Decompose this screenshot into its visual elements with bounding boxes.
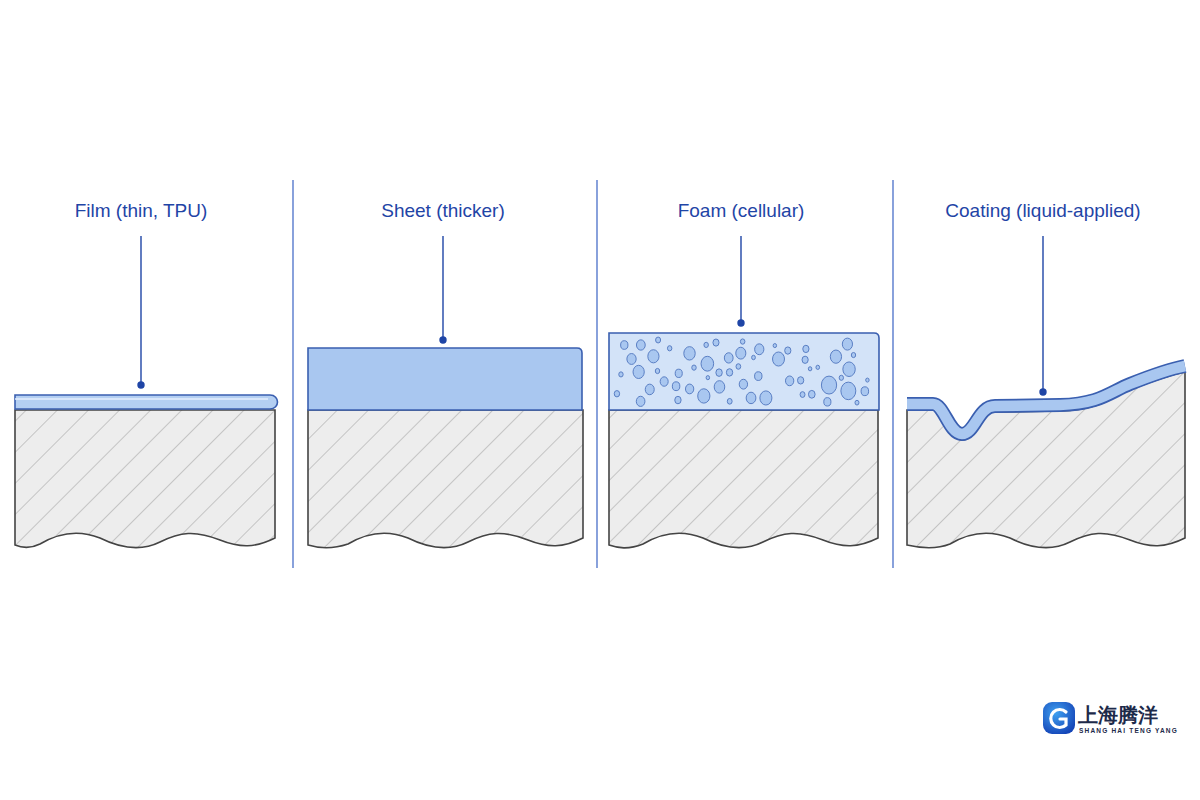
foam-cell xyxy=(800,392,805,398)
foam-cell xyxy=(627,354,636,365)
foam-cell xyxy=(736,364,741,370)
foam-cell xyxy=(773,344,776,348)
foam-cell xyxy=(714,381,725,393)
foam-cell xyxy=(739,379,747,389)
foam-cell xyxy=(614,391,619,397)
foam-cell xyxy=(621,341,628,350)
foam-cell xyxy=(785,347,791,354)
foam-cell xyxy=(672,382,680,391)
foam-cell xyxy=(821,376,836,394)
foam-cell xyxy=(619,372,623,377)
foam-cell xyxy=(855,400,859,405)
foam-cell xyxy=(843,362,855,377)
foam-cell xyxy=(656,337,661,343)
foam-cell xyxy=(636,396,645,406)
foam-cell xyxy=(727,398,732,404)
panel-divider xyxy=(293,180,893,568)
logo-icon xyxy=(1043,702,1075,734)
foam-cell xyxy=(675,396,681,403)
foam-cell xyxy=(636,340,645,350)
foam-cell xyxy=(842,338,852,350)
foam-cell xyxy=(655,368,659,373)
foam-cell xyxy=(645,384,654,395)
foam-cell xyxy=(685,384,693,394)
sheet-layer xyxy=(308,348,582,410)
foam-cell xyxy=(660,377,668,386)
foam-cell xyxy=(675,369,682,377)
layer-label: Coating (liquid-applied) xyxy=(945,200,1140,222)
foam-cell xyxy=(755,372,762,381)
substrate xyxy=(15,372,1185,548)
foam-cell xyxy=(841,382,856,400)
foam-layer xyxy=(609,333,879,410)
foam-cell xyxy=(802,356,808,363)
foam-cell xyxy=(698,389,710,403)
foam-cell xyxy=(726,369,732,376)
film-highlight xyxy=(15,398,268,400)
foam-cell xyxy=(808,390,815,398)
foam-cell xyxy=(798,377,804,384)
foam-cell xyxy=(684,347,695,360)
foam-cell xyxy=(701,356,714,371)
foam-cell xyxy=(861,387,869,396)
foam-cell xyxy=(724,353,733,363)
logo-text: 上海腾洋 xyxy=(1078,704,1158,727)
foam-cell xyxy=(633,365,644,378)
foam-cell xyxy=(648,350,659,363)
foam-cell xyxy=(736,347,746,359)
logo-subtext: SHANG HAI TENG YANG xyxy=(1079,727,1178,734)
foam-cell xyxy=(713,339,719,346)
foam-cell xyxy=(866,378,869,382)
foam-cell xyxy=(692,365,696,370)
coating-layer xyxy=(907,366,1185,434)
foam-cell xyxy=(824,398,831,406)
foam-cell xyxy=(830,350,841,363)
foam-cell xyxy=(760,391,772,405)
coating-edge xyxy=(907,366,1185,434)
foam-cell xyxy=(704,342,708,347)
foam-cell xyxy=(740,339,745,344)
foam-cell xyxy=(667,346,671,351)
foam-cell xyxy=(851,352,855,357)
foam-cell xyxy=(808,367,812,371)
layer-label: Sheet (thicker) xyxy=(381,200,505,222)
foam-cell xyxy=(746,392,756,403)
foam-cell xyxy=(752,355,756,359)
foam-cell xyxy=(706,376,709,380)
foam-cell xyxy=(716,369,722,377)
foam-cell xyxy=(785,376,793,386)
layer-label: Film (thin, TPU) xyxy=(75,200,208,222)
layer-label: Foam (cellular) xyxy=(678,200,805,222)
foam-cell xyxy=(839,375,843,380)
foam-cells xyxy=(614,337,869,406)
foam-cell xyxy=(803,345,809,352)
film-layer xyxy=(15,395,278,409)
foam-cell xyxy=(755,344,764,355)
leader-line xyxy=(138,236,1046,395)
foam-cell xyxy=(773,352,785,366)
foam-cell xyxy=(816,365,820,369)
